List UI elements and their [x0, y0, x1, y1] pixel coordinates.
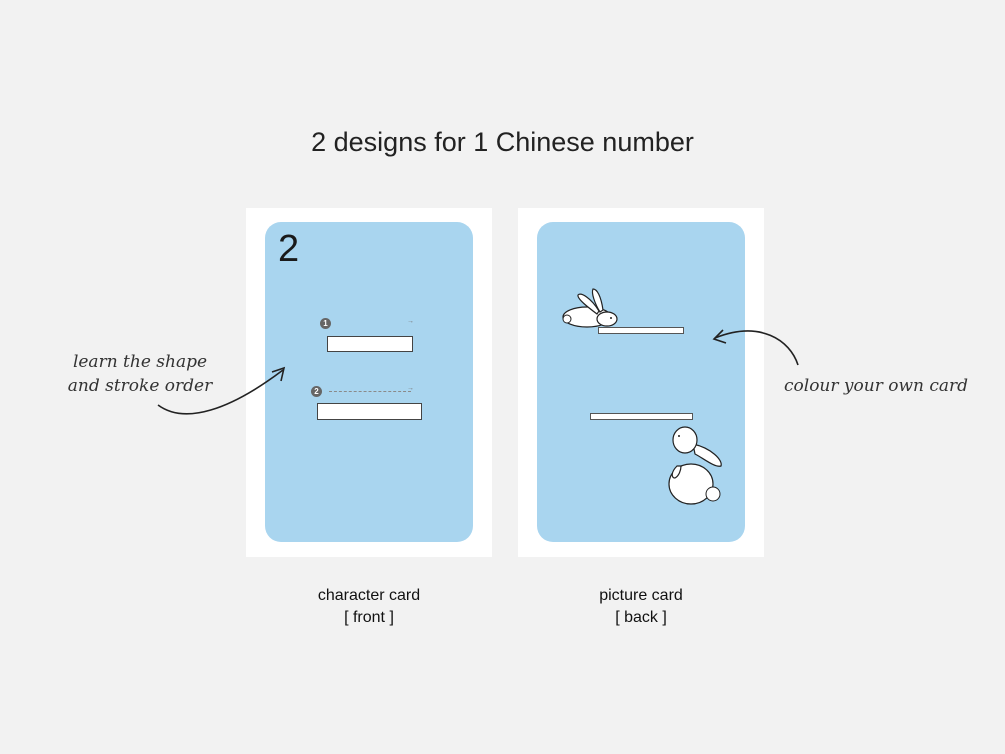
character-card-front: 2 1 → 2 →	[246, 208, 492, 557]
caption-back-title: picture card	[599, 587, 683, 604]
arrow-left-head-icon	[271, 366, 286, 382]
annotation-left-line2: and stroke order	[67, 376, 213, 396]
stroke-2-badge: 2	[311, 386, 322, 397]
stroke-1-bar	[327, 336, 413, 352]
arrow-right-icon	[714, 330, 799, 366]
annotation-right: colour your own card	[784, 376, 969, 396]
rabbit-lying-icon	[562, 288, 618, 328]
character-card-face: 2 1 → 2 →	[265, 222, 473, 542]
caption-front-title: character card	[317, 587, 421, 604]
picture-card-back	[518, 208, 764, 557]
stroke-1-badge: 1	[320, 318, 331, 329]
picture-card-face	[537, 222, 745, 542]
caption-back-sub: [ back ]	[615, 609, 667, 626]
arrow-right-head-icon	[712, 329, 727, 344]
stroke-2-bar	[317, 403, 422, 420]
caption-back: picture card [ back ]	[518, 585, 764, 629]
stroke-2-arrow-icon: →	[407, 385, 414, 392]
caption-front-sub: [ front ]	[344, 609, 394, 626]
card-number: 2	[278, 228, 300, 270]
annotation-left-line1: learn the shape	[72, 352, 208, 372]
stroke-2-guide	[329, 391, 411, 392]
rabbit-sitting-icon	[668, 426, 722, 505]
picture-bar-bottom	[590, 413, 693, 420]
page-title: 2 designs for 1 Chinese number	[311, 127, 694, 157]
arrow-left-icon	[157, 369, 284, 415]
stroke-1-arrow-icon: →	[407, 318, 414, 325]
picture-bar-top	[598, 327, 684, 334]
caption-front: character card [ front ]	[246, 585, 492, 629]
annotation-left: learn the shape and stroke order	[40, 350, 240, 398]
